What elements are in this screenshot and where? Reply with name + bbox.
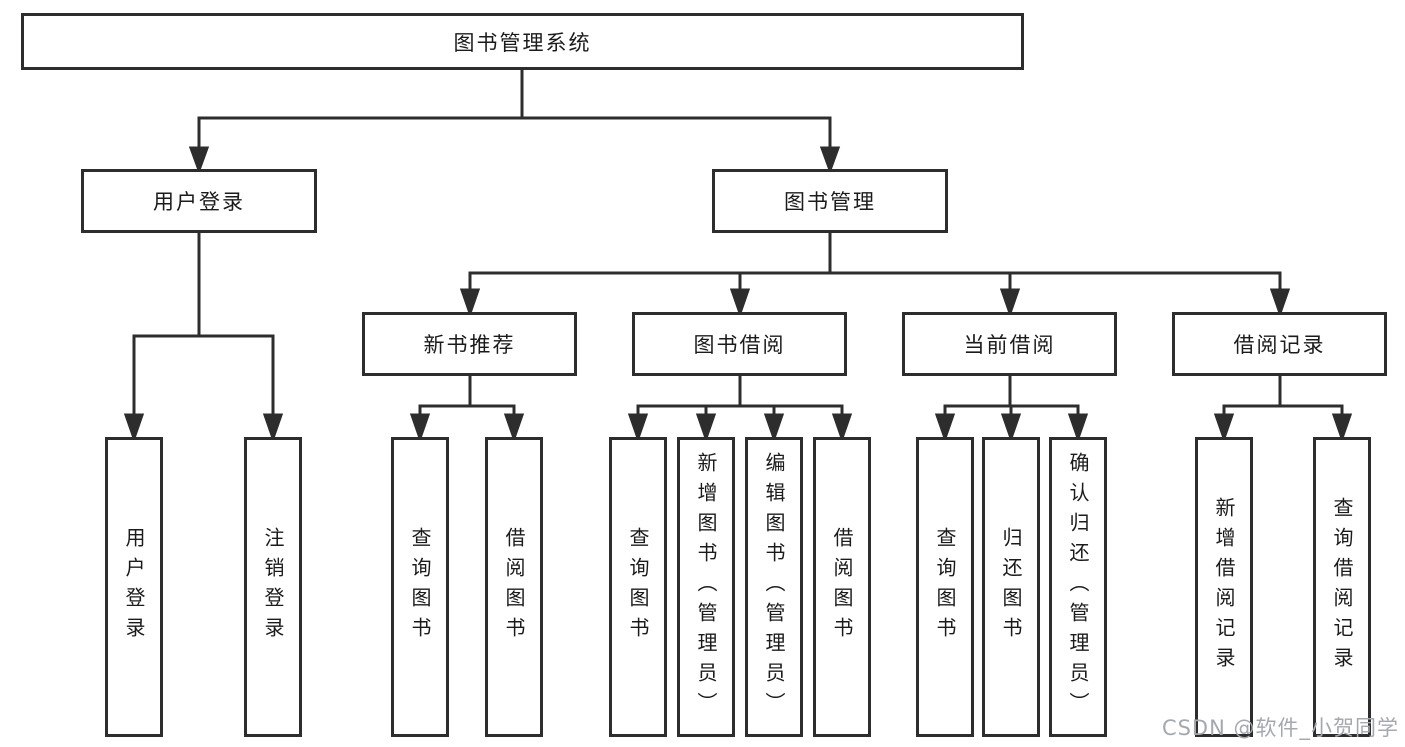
node-book-borrowing: 图书借阅 xyxy=(632,312,847,376)
node-current-borrowing: 当前借阅 xyxy=(902,312,1117,376)
connector-root-to-level2 xyxy=(188,70,841,175)
arrowhead xyxy=(729,288,751,318)
leaf-edit-books-admin: 编辑图书（管理员） xyxy=(745,437,803,737)
arrowhead xyxy=(999,288,1021,318)
node-user-login: 用户登录 xyxy=(81,169,317,233)
arrowhead xyxy=(123,413,145,443)
leaf-user-login: 用户登录 xyxy=(105,437,163,737)
leaf-query-books-recommend: 查询图书 xyxy=(391,437,449,737)
csdn-watermark: CSDN @软件_小贺同学 xyxy=(1161,716,1399,740)
node-borrowing-records: 借阅记录 xyxy=(1172,312,1387,376)
leaf-logout: 注销登录 xyxy=(244,437,302,737)
leaf-query-borrow-record: 查询借阅记录 xyxy=(1313,437,1371,737)
arrowhead xyxy=(262,413,284,443)
connector-book-management-to-level3 xyxy=(459,233,1291,318)
arrowhead xyxy=(695,413,717,443)
arrowhead xyxy=(1067,413,1089,443)
node-library-management-system: 图书管理系统 xyxy=(21,13,1024,70)
arrowhead xyxy=(1331,413,1353,443)
leaf-borrow-books-recommend: 借阅图书 xyxy=(485,437,543,737)
connector-new-book-recommend-to-leaves xyxy=(409,376,525,443)
leaf-add-borrow-record: 新增借阅记录 xyxy=(1195,437,1253,737)
leaf-add-books-admin: 新增图书（管理员） xyxy=(677,437,735,737)
arrowhead xyxy=(459,288,481,318)
arrowhead xyxy=(819,146,841,175)
arrowhead xyxy=(831,413,853,443)
arrowhead xyxy=(1269,288,1291,318)
arrowhead xyxy=(503,413,525,443)
leaf-confirm-return-admin: 确认归还（管理员） xyxy=(1049,437,1107,737)
connector-current-borrowing-to-leaves xyxy=(934,376,1089,443)
node-new-book-recommend: 新书推荐 xyxy=(362,312,577,376)
leaf-query-books-current: 查询图书 xyxy=(916,437,974,737)
arrowhead xyxy=(627,413,649,443)
leaf-return-books: 归还图书 xyxy=(982,437,1040,737)
arrowhead xyxy=(188,146,210,175)
connector-user-login-to-leaves xyxy=(123,233,284,443)
connector-book-borrowing-to-leaves xyxy=(627,376,853,443)
node-book-management: 图书管理 xyxy=(712,169,948,233)
arrowhead xyxy=(409,413,431,443)
leaf-query-books-borrowing: 查询图书 xyxy=(609,437,667,737)
arrowhead xyxy=(934,413,956,443)
leaf-borrow-books: 借阅图书 xyxy=(813,437,871,737)
arrowhead xyxy=(1000,413,1022,443)
connector-borrowing-records-to-leaves xyxy=(1213,376,1353,443)
arrowhead xyxy=(1213,413,1235,443)
arrowhead xyxy=(763,413,785,443)
